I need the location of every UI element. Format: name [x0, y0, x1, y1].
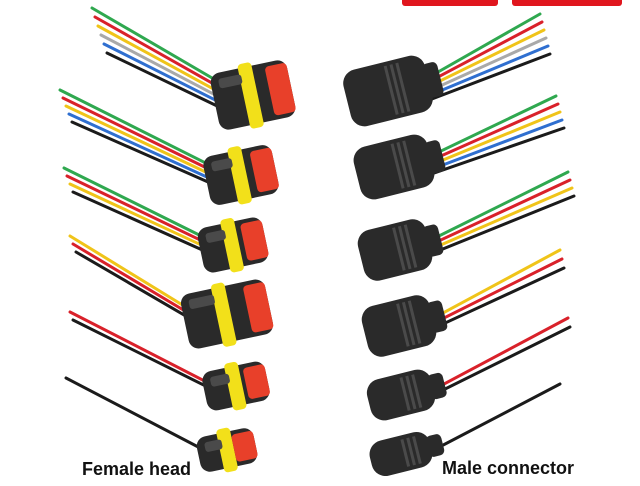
- male-grommet: [422, 224, 444, 257]
- female-wire-red: [71, 242, 192, 316]
- male-grommet: [427, 372, 447, 400]
- male-wire-yellow: [426, 248, 562, 323]
- male-wire-green: [424, 94, 558, 160]
- male-housing: [357, 219, 433, 281]
- male-wire-black: [424, 126, 566, 178]
- female-wire-blue: [67, 112, 214, 181]
- male-grommet: [425, 434, 445, 457]
- female-wire-blue: [102, 42, 222, 104]
- male-wire-green: [422, 12, 542, 82]
- male-wire-black: [426, 325, 572, 399]
- male-ridge: [411, 374, 423, 408]
- female-clip: [205, 230, 226, 243]
- female-clip: [210, 373, 230, 387]
- male-ridge: [396, 303, 410, 347]
- female-seal: [216, 427, 238, 473]
- female-wire-green: [90, 6, 222, 85]
- female-clip: [204, 439, 223, 452]
- female-wire-green: [58, 88, 214, 168]
- male-wire-green: [422, 170, 570, 245]
- female-wire-yellow: [68, 234, 192, 312]
- female-wire-red: [61, 96, 214, 173]
- female-latch: [231, 431, 258, 462]
- male-housing: [353, 134, 435, 200]
- banner-left: [402, 0, 498, 6]
- female-wire-red: [68, 310, 212, 386]
- female-wire-black: [71, 318, 212, 390]
- male-wire-gray: [422, 36, 548, 95]
- female-latch: [243, 282, 274, 333]
- male-wire-yellow: [424, 110, 562, 169]
- male-housing: [369, 432, 433, 476]
- female-seal: [237, 62, 264, 129]
- female-wire-gray: [99, 33, 222, 99]
- male-housing: [343, 55, 433, 127]
- female-wire-black: [70, 120, 214, 186]
- female-wire-red: [65, 174, 208, 245]
- male-ridge: [390, 143, 405, 189]
- female-seal: [227, 146, 252, 205]
- female-seal: [220, 218, 244, 273]
- male-ridge: [397, 225, 412, 270]
- female-seal: [210, 282, 237, 347]
- female-seal: [224, 361, 247, 411]
- female-wire-yellow: [96, 24, 222, 95]
- male-ridge: [395, 62, 411, 112]
- male-wire-yellow: [422, 186, 574, 254]
- male-connector-caption: Male connector: [442, 458, 575, 478]
- female-head-caption: Female head: [82, 459, 192, 479]
- male-ridge: [392, 227, 406, 271]
- male-ridge: [389, 64, 405, 114]
- male-ridge: [383, 65, 399, 115]
- female-wire-black: [71, 190, 208, 254]
- male-wire-red: [422, 20, 544, 86]
- female-latch: [240, 220, 269, 261]
- male-wire-blue: [424, 118, 564, 173]
- male-wire-black: [424, 382, 562, 456]
- male-housing: [366, 369, 436, 421]
- male-wire-blue: [422, 44, 550, 100]
- male-wire-red: [424, 102, 560, 165]
- female-latch: [265, 63, 296, 116]
- male-ridge: [406, 437, 416, 466]
- male-wire-black: [422, 194, 576, 259]
- male-wire-red: [426, 316, 570, 395]
- female-wire-black: [74, 250, 192, 320]
- male-ridge: [407, 300, 422, 344]
- female-wire-black: [105, 51, 222, 109]
- male-ridge: [405, 375, 417, 410]
- male-grommet: [424, 140, 446, 174]
- male-wire-red: [422, 178, 572, 250]
- female-wire-red: [93, 15, 222, 90]
- male-wire-black: [426, 266, 566, 333]
- female-clip: [188, 294, 215, 309]
- female-wire-green: [62, 166, 208, 240]
- male-ridge: [401, 301, 416, 346]
- male-ridge: [399, 377, 411, 411]
- male-ridge: [412, 436, 422, 464]
- male-ridge: [403, 224, 418, 268]
- female-wire-yellow: [68, 182, 208, 249]
- male-ridge: [402, 140, 417, 186]
- female-clip: [218, 74, 243, 89]
- male-ridge: [396, 141, 411, 188]
- banner-right: [512, 0, 622, 6]
- female-latch: [243, 364, 270, 399]
- male-ridge: [400, 438, 411, 467]
- female-wire-yellow: [64, 104, 214, 177]
- female-wire-black: [64, 376, 206, 452]
- male-wire-black: [422, 52, 552, 104]
- male-wire-red: [426, 257, 564, 328]
- female-clip: [211, 158, 233, 172]
- male-wire-yellow: [422, 28, 546, 91]
- male-housing: [361, 295, 437, 357]
- male-grommet: [421, 62, 444, 98]
- male-grommet: [426, 300, 448, 333]
- female-latch: [250, 147, 279, 193]
